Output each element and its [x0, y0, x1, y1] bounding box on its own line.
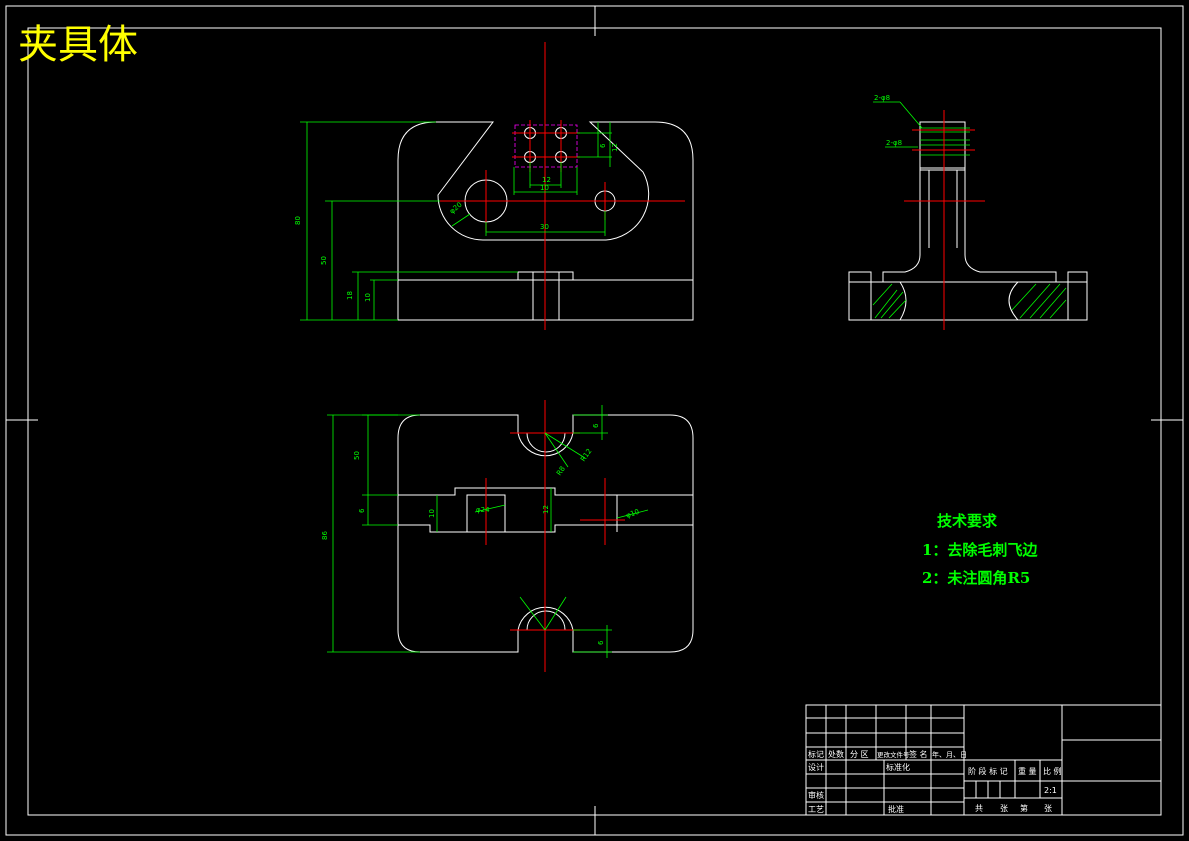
- tb-sheets-total-unit: 张: [1000, 804, 1008, 813]
- front-dimension-lines: [300, 121, 612, 321]
- front-dim-pin-vertical: 6: [599, 143, 607, 148]
- top-dim-channel-depth: 12: [542, 505, 550, 514]
- top-dim-slot-radius-small: R8: [555, 465, 567, 477]
- tb-standardization: 标准化: [886, 762, 910, 772]
- tb-stage-mark: 阶 段 标 记: [968, 766, 1008, 776]
- side-section-hatching: [870, 127, 1069, 321]
- tb-header-signature: 签 名: [909, 749, 928, 759]
- front-dim-pin-spacing: 12: [542, 176, 551, 184]
- tb-header-date: 年、月、日: [932, 750, 967, 759]
- tb-scale-value: 2:1: [1044, 786, 1057, 795]
- notes-item-2: 2：未注圆角R5: [922, 569, 1030, 587]
- tb-scale-label: 比 例: [1043, 766, 1062, 776]
- top-view: 50 6 6 10 12 φ24 R8 R12 φ10 86 6: [321, 400, 694, 672]
- front-dim-center-height: 50: [320, 256, 328, 265]
- top-channel-top: [398, 487, 693, 496]
- tb-sheets-total: 共: [975, 804, 983, 813]
- tb-design: 设计: [808, 762, 824, 772]
- top-dim-slot-radius-large: R12: [579, 447, 593, 463]
- sheet-outer-border: [5, 5, 1184, 836]
- sheet-inner-border: [27, 27, 1162, 816]
- front-view: 80 50 18 10 30 φ20 10 12 6 12: [294, 42, 694, 330]
- notes-item-1: 1：去除毛刺飞边: [922, 541, 1038, 559]
- drawing-title: 夹具体: [18, 22, 138, 68]
- front-dim-pin-offset: 12: [611, 143, 619, 152]
- top-dim-lower-slot-depth: 6: [597, 640, 605, 645]
- tb-weight: 重 量: [1018, 766, 1037, 776]
- top-dim-pocket-diameter: φ24: [476, 506, 490, 514]
- tb-sheet-number: 第: [1020, 803, 1028, 813]
- front-dim-height: 80: [294, 216, 302, 225]
- top-dim-right-hole: φ10: [625, 508, 640, 520]
- front-dim-hole-spacing: 30: [540, 223, 549, 231]
- front-dim-slot-height: 18: [346, 291, 354, 300]
- technical-requirements: 技术要求 1：去除毛刺飞边 2：未注圆角R5: [922, 512, 1038, 587]
- tb-approve: 批准: [888, 804, 904, 814]
- top-dimension-lines: [327, 405, 649, 658]
- side-leaders: [873, 101, 923, 148]
- tb-process: 工艺: [808, 805, 824, 814]
- side-upper-block: [919, 121, 966, 171]
- top-dim-slot-depth: 6: [592, 423, 600, 428]
- side-dim-pin-holes-upper: 2-φ8: [874, 94, 890, 102]
- tb-header-change-doc: 更改文件号: [877, 750, 910, 759]
- front-dim-base-height: 10: [364, 293, 372, 302]
- side-view: 2-φ8 2-φ8: [848, 94, 1088, 330]
- top-dim-channel-width: 6: [358, 508, 366, 513]
- tb-header-zone: 分 区: [850, 750, 869, 759]
- side-dim-pin-holes-lower: 2-φ8: [886, 139, 902, 147]
- side-body-outline: [848, 167, 1088, 321]
- front-dim-pin-pattern: 10: [540, 184, 549, 192]
- top-dim-pocket-depth: 10: [428, 509, 436, 518]
- notes-heading: 技术要求: [937, 512, 998, 530]
- tb-header-count: 处数: [828, 749, 844, 759]
- tb-sheet-number-unit: 张: [1044, 804, 1052, 813]
- front-dim-hole-diameter: φ20: [448, 201, 464, 216]
- top-dim-upper-width: 50: [353, 451, 361, 460]
- tb-check: 审核: [808, 790, 824, 800]
- title-block: 标记 处数 分 区 更改文件号 签 名 年、月、日 设计 标准化 审核 工艺 批…: [805, 704, 1162, 816]
- tb-header-mark: 标记: [808, 749, 824, 759]
- front-hidden-pattern: [514, 124, 578, 168]
- top-dim-total-length: 86: [321, 531, 329, 540]
- top-body-outline: [397, 414, 694, 653]
